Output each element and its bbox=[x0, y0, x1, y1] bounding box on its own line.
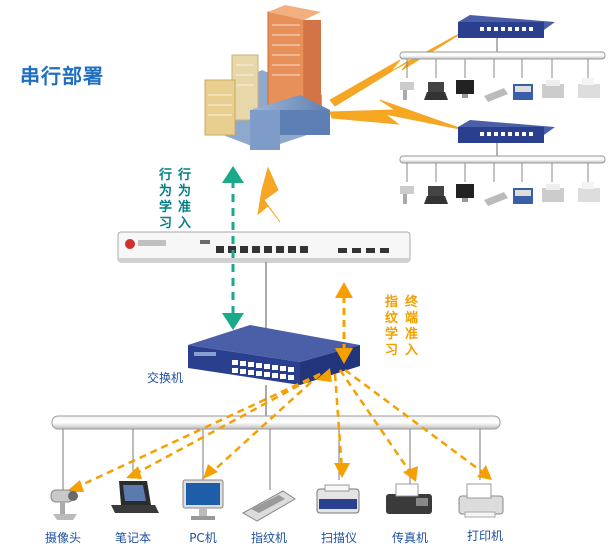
terminal-access-label: 终端准入 bbox=[405, 295, 419, 358]
device-label-camera: 摄像头 bbox=[44, 531, 81, 545]
printer-icon bbox=[458, 483, 504, 518]
device-label-fax: 传真机 bbox=[391, 531, 428, 545]
appliance-ports-icon bbox=[216, 246, 389, 253]
remote-devices-middle bbox=[406, 163, 589, 182]
device-label-printer: 打印机 bbox=[466, 529, 503, 543]
behavior-learning-label: 行为学习 bbox=[159, 168, 173, 231]
fax-icon bbox=[386, 483, 432, 514]
remote-bus-top bbox=[399, 38, 606, 60]
fingerprint-flow-arrow bbox=[335, 282, 353, 364]
device-label-fingerprint: 指纹机 bbox=[250, 531, 287, 545]
fingerprint-learning-label: 指纹学习 bbox=[385, 295, 399, 358]
camera-icon bbox=[50, 489, 78, 520]
device-label-scanner: 扫描仪 bbox=[320, 531, 357, 545]
page-title: 串行部署 bbox=[20, 64, 104, 88]
office-building-icon bbox=[204, 5, 330, 150]
scanner-icon bbox=[316, 484, 360, 514]
remote-device-icons-top bbox=[400, 78, 600, 102]
remote-switch-middle bbox=[458, 120, 555, 143]
access-control-appliance bbox=[117, 231, 411, 263]
device-flow-arrowheads bbox=[66, 368, 492, 492]
remote-switch-top bbox=[458, 15, 555, 38]
remote-devices-top bbox=[406, 59, 589, 78]
remote-bus-middle bbox=[399, 143, 606, 164]
fingerprint-scanner-icon bbox=[241, 490, 296, 522]
wireless-link-bolts bbox=[257, 27, 471, 223]
laptop-icon bbox=[111, 481, 159, 513]
switch-label: 交换机 bbox=[147, 371, 184, 385]
behavior-access-label: 行为准入 bbox=[178, 168, 192, 231]
behavior-flow-arrow bbox=[222, 166, 244, 330]
device-label-pc: PC机 bbox=[189, 531, 217, 545]
pc-icon bbox=[182, 479, 224, 520]
remote-device-icons-middle bbox=[400, 182, 600, 206]
device-drop-lines bbox=[62, 429, 481, 490]
device-label-laptop: 笔记本 bbox=[114, 531, 151, 545]
device-flow-arrows bbox=[74, 368, 486, 490]
lan-bus bbox=[51, 385, 501, 430]
